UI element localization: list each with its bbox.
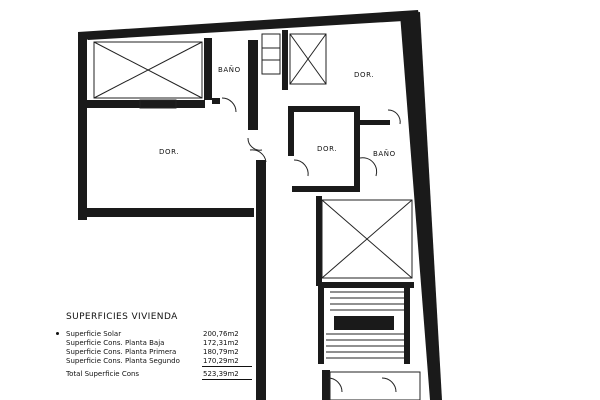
wall-corridor-left <box>248 40 258 130</box>
wall-stair-right <box>404 286 410 364</box>
door-swing-bath-right <box>359 157 378 177</box>
area-label: Superficie Cons. Planta Primera <box>66 348 177 356</box>
areas-table-row: Superficie Solar 200,76m2 <box>56 330 256 339</box>
stair-treads-upper <box>330 291 404 311</box>
wall-void-left <box>316 196 322 286</box>
wall-lower-dor-bottom <box>292 186 358 192</box>
area-label: Superficie Cons. Planta Baja <box>66 339 165 347</box>
room-label-bano-top: BAÑO <box>218 66 241 74</box>
wall-stair-core <box>334 316 394 330</box>
room-label-bano-right: BAÑO <box>373 150 396 158</box>
wall-right <box>400 12 442 400</box>
wall-bottom-stub <box>322 370 330 400</box>
area-value: 170,29m2 <box>203 357 239 365</box>
total-label: Total Superficie Cons <box>66 370 140 378</box>
wall-left <box>78 32 87 220</box>
area-label: Superficie Solar <box>66 330 122 338</box>
void-center <box>321 199 413 279</box>
door-swing-bottom-right <box>381 377 397 393</box>
areas-table-row: Superficie Cons. Planta Segundo 170,29m2 <box>66 357 256 367</box>
door-swing-dor-middle <box>293 159 309 177</box>
area-label: Superficie Cons. Planta Segundo <box>66 357 180 365</box>
door-swing-bath-top <box>221 97 237 113</box>
door-swing-corridor-right <box>249 149 267 163</box>
areas-table-row: Superficie Cons. Planta Primera 180,79m2 <box>66 348 256 357</box>
closet-corridor-top <box>261 33 281 75</box>
room-label-dor-top-right: DOR. <box>354 71 375 79</box>
wall-lower-dor-right <box>354 106 360 192</box>
room-bottom-outline <box>329 371 421 400</box>
wall-upper-room-divider <box>87 100 205 108</box>
areas-table-total-row: Total Superficie Cons 523,39m2 <box>66 370 256 380</box>
wall-bath-left <box>204 38 212 100</box>
room-label-dor-main: DOR. <box>159 148 180 156</box>
wall-corridor-left-lower <box>256 160 266 400</box>
door-swing-bath-right-top <box>387 109 401 125</box>
wall-bath-right-top <box>360 120 390 125</box>
area-value: 180,79m2 <box>203 348 239 356</box>
bullet-icon <box>56 332 59 335</box>
void-top-middle <box>289 33 327 85</box>
wall-lower-dor-left <box>288 106 294 156</box>
room-label-dor-middle: DOR. <box>317 145 338 153</box>
areas-table-row: Superficie Cons. Planta Baja 172,31m2 <box>66 339 256 348</box>
wall-stair-top <box>318 282 414 288</box>
areas-table-title: SUPERFICIES VIVIENDA <box>66 312 178 322</box>
total-value: 523,39m2 <box>203 370 239 378</box>
wall-bath-bottom <box>212 98 220 104</box>
window-left-room <box>139 99 177 109</box>
total-underline <box>202 379 252 380</box>
wall-lower-dor-top <box>288 106 358 112</box>
door-swing-dor-main <box>247 137 263 151</box>
void-top-left <box>93 41 203 99</box>
wall-bedroom-bottom <box>78 208 254 217</box>
areas-table: SUPERFICIES VIVIENDA Superficie Solar 20… <box>56 312 256 380</box>
area-value: 200,76m2 <box>203 330 239 338</box>
wall-dor-divider <box>282 30 288 90</box>
stair-treads-lower <box>326 333 404 359</box>
area-value: 172,31m2 <box>203 339 239 347</box>
wall-stair-left <box>318 286 324 364</box>
wall-top <box>78 10 420 40</box>
sum-rule <box>202 366 252 367</box>
